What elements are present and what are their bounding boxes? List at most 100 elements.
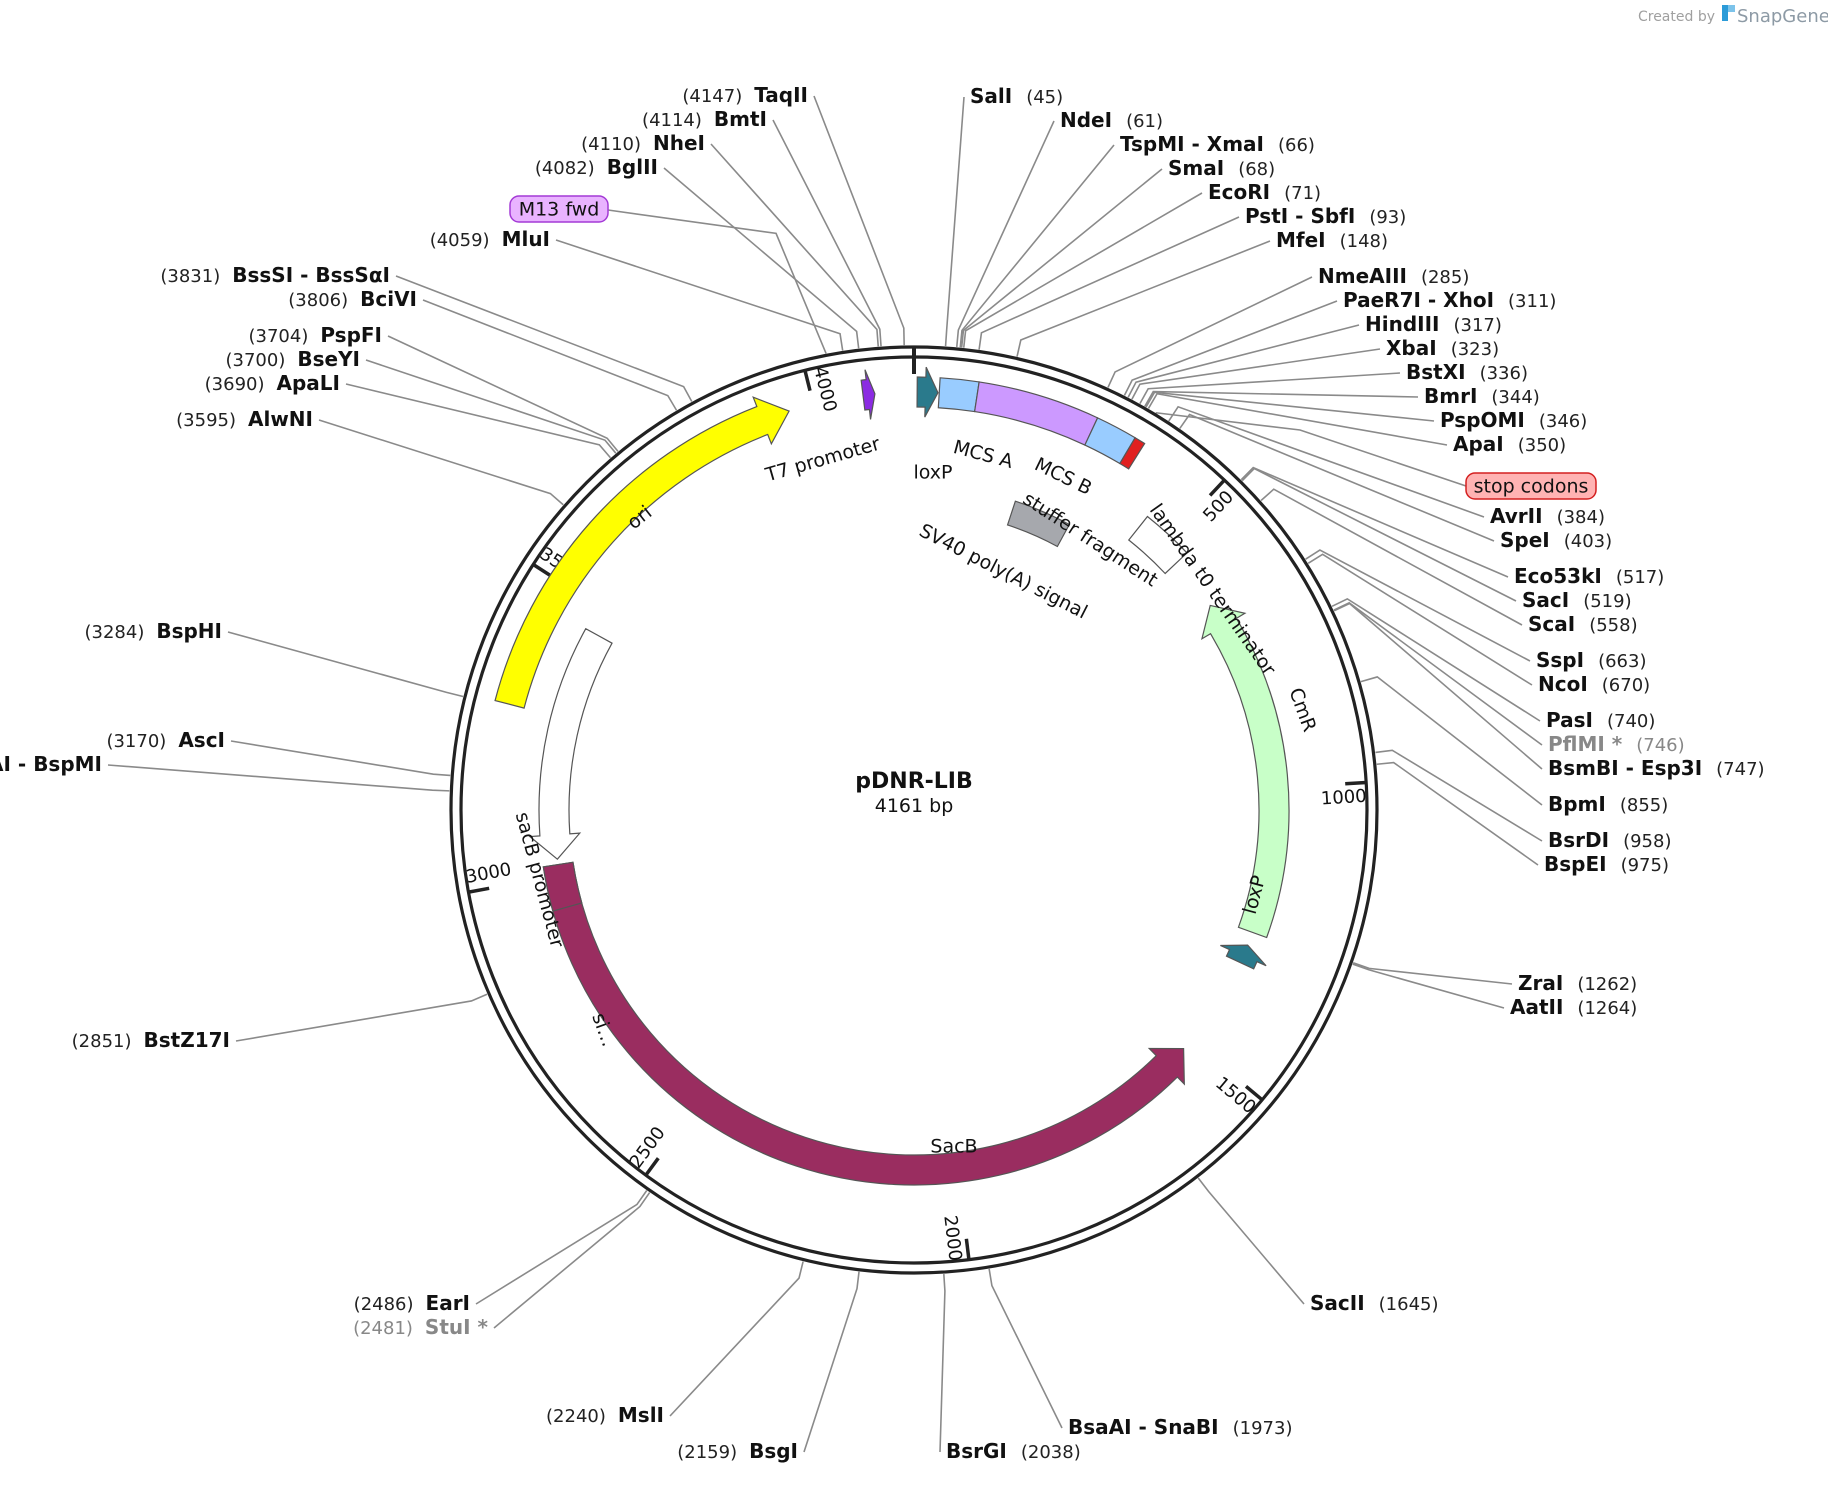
enzyme-site[interactable]: MslI(2240): [546, 1403, 664, 1427]
enzyme-site[interactable]: SacII(1645): [1310, 1291, 1439, 1315]
enzyme-position: (2159): [677, 1442, 737, 1463]
enzyme-site[interactable]: BspHI(3284): [84, 619, 222, 643]
enzyme-leader: [1144, 390, 1419, 407]
enzyme-leader: [1307, 553, 1533, 686]
feature-si: [542, 861, 583, 912]
enzyme-name: MfeI: [1276, 228, 1326, 252]
enzyme-site[interactable]: AlwNI(3595): [176, 407, 313, 431]
enzyme-site[interactable]: AscI(3170): [106, 728, 225, 752]
stop-codons-label: stop codons: [1474, 476, 1589, 498]
enzyme-site[interactable]: TspMI - XmaI(66): [1120, 132, 1315, 156]
enzyme-position: (285): [1421, 267, 1469, 288]
enzyme-site[interactable]: EarI(2486): [354, 1291, 470, 1315]
enzyme-position: (3704): [249, 326, 309, 347]
enzyme-site[interactable]: AatII(1264): [1510, 995, 1637, 1019]
enzyme-name: BmtI: [714, 107, 767, 131]
enzyme-site[interactable]: BsrDI(958): [1548, 828, 1671, 852]
enzyme-site[interactable]: BpmI(855): [1548, 792, 1668, 816]
enzyme-site[interactable]: SalI(45): [970, 84, 1063, 108]
enzyme-site[interactable]: ZraI(1262): [1518, 971, 1637, 995]
enzyme-site[interactable]: BsmBI - Esp3I(747): [1548, 756, 1765, 780]
enzyme-position: (747): [1716, 759, 1764, 780]
enzyme-name: BsaAI - SnaBI: [1068, 1415, 1219, 1439]
enzyme-site[interactable]: BstZ17I(2851): [72, 1028, 230, 1052]
enzyme-site[interactable]: BsaAI - SnaBI (1973): [1068, 1415, 1292, 1439]
enzyme-site[interactable]: Eco53kI(517): [1514, 564, 1664, 588]
enzyme-leader: [1127, 324, 1360, 398]
enzyme-position: (403): [1564, 531, 1612, 552]
enzyme-leader: [1352, 963, 1505, 1009]
enzyme-site[interactable]: BciVI(3806): [288, 287, 417, 311]
enzyme-position: (740): [1607, 711, 1655, 732]
feature-label: MCS A: [951, 436, 1015, 473]
enzyme-site[interactable]: BsrGI(2038): [946, 1439, 1081, 1463]
enzyme-site[interactable]: NmeAIII(285): [1318, 264, 1469, 288]
enzyme-site[interactable]: SacI(519): [1522, 588, 1632, 612]
enzyme-site[interactable]: NcoI(670): [1538, 672, 1650, 696]
enzyme-position: (4059): [430, 230, 490, 251]
enzyme-position: (1973): [1233, 1418, 1293, 1439]
enzyme-site[interactable]: EcoRI(71): [1208, 180, 1321, 204]
enzyme-leader-lines: [107, 95, 1543, 1453]
enzyme-leader: [345, 383, 612, 459]
enzyme-site[interactable]: BfuAI - BspMI(3148): [0, 752, 102, 776]
enzyme-site[interactable]: BssSI - BssSαI(3831): [160, 263, 390, 287]
enzyme-site[interactable]: BglII(4082): [535, 155, 658, 179]
plasmid-length: 4161 bp: [875, 795, 954, 817]
enzyme-site[interactable]: ApaI(350): [1453, 432, 1566, 456]
enzyme-name: SpeI: [1500, 528, 1550, 552]
ruler-tick: [1208, 478, 1226, 497]
enzyme-name: ApaI: [1453, 432, 1504, 456]
enzyme-position: (3690): [205, 374, 265, 395]
enzyme-site[interactable]: MluI(4059): [430, 227, 550, 251]
plasmid-center: pDNR-LIB 4161 bp: [855, 769, 972, 817]
enzyme-site[interactable]: PspFI(3704): [249, 323, 383, 347]
enzyme-site[interactable]: BspEI (975): [1544, 852, 1669, 876]
enzyme-leader: [387, 335, 619, 452]
enzyme-site[interactable]: SspI(663): [1536, 648, 1646, 672]
enzyme-site[interactable]: PaeR7I - XhoI(311): [1343, 288, 1556, 312]
feature-lambda-t0-terminator: [1127, 515, 1188, 575]
enzyme-site[interactable]: ApaLI(3690): [205, 371, 340, 395]
enzyme-site[interactable]: BsgI(2159): [677, 1439, 798, 1463]
enzyme-position: (975): [1621, 855, 1669, 876]
enzyme-name: ScaI: [1528, 612, 1575, 636]
enzyme-site[interactable]: PflMI *(746): [1548, 732, 1685, 756]
enzyme-site[interactable]: HindIII(317): [1365, 312, 1502, 336]
watermark-brand: SnapGene: [1737, 6, 1828, 27]
enzyme-site[interactable]: MfeI(148): [1276, 228, 1388, 252]
enzyme-leader: [960, 168, 1163, 348]
enzyme-site[interactable]: ScaI(558): [1528, 612, 1638, 636]
enzyme-site[interactable]: BmtI(4114): [642, 107, 767, 131]
enzyme-site[interactable]: BstXI(336): [1406, 360, 1528, 384]
ruler-tick: [964, 1238, 971, 1260]
ruler-tick: [644, 1157, 660, 1177]
enzyme-name: BspEI: [1544, 852, 1607, 876]
enzyme-site[interactable]: PstI - SbfI(93): [1245, 204, 1406, 228]
enzyme-site[interactable]: SpeI (403): [1500, 528, 1612, 552]
feature-loxp: [1220, 944, 1267, 970]
enzyme-leader: [978, 216, 1240, 350]
enzyme-site[interactable]: StuI *(2481): [353, 1315, 488, 1339]
enzyme-leader: [1147, 392, 1448, 446]
feature-sv40-poly-a-signal: [1006, 500, 1071, 548]
plasmid-name: pDNR-LIB: [855, 769, 972, 794]
feature-stop-codons: [1119, 436, 1146, 470]
enzyme-site[interactable]: SmaI(68): [1168, 156, 1275, 180]
enzyme-site[interactable]: NdeI(61): [1060, 108, 1163, 132]
enzyme-site[interactable]: AvrII(384): [1490, 504, 1605, 528]
feature-loxp: [916, 366, 939, 418]
enzyme-site[interactable]: PasI(740): [1546, 708, 1655, 732]
enzyme-position: (4110): [581, 134, 641, 155]
enzyme-site[interactable]: BseYI(3700): [226, 347, 361, 371]
enzyme-name: BpmI: [1548, 792, 1606, 816]
enzyme-site[interactable]: TaqII(4147): [682, 83, 808, 107]
enzyme-leader: [1375, 749, 1543, 842]
enzyme-site[interactable]: BmrI(344): [1424, 384, 1540, 408]
enzyme-site[interactable]: XbaI(323): [1386, 336, 1499, 360]
enzyme-position: (346): [1539, 411, 1587, 432]
feature-sacb: [542, 861, 1185, 1186]
enzyme-site[interactable]: NheI(4110): [581, 131, 705, 155]
enzyme-name: BglII: [607, 155, 658, 179]
enzyme-site[interactable]: PspOMI(346): [1440, 408, 1587, 432]
